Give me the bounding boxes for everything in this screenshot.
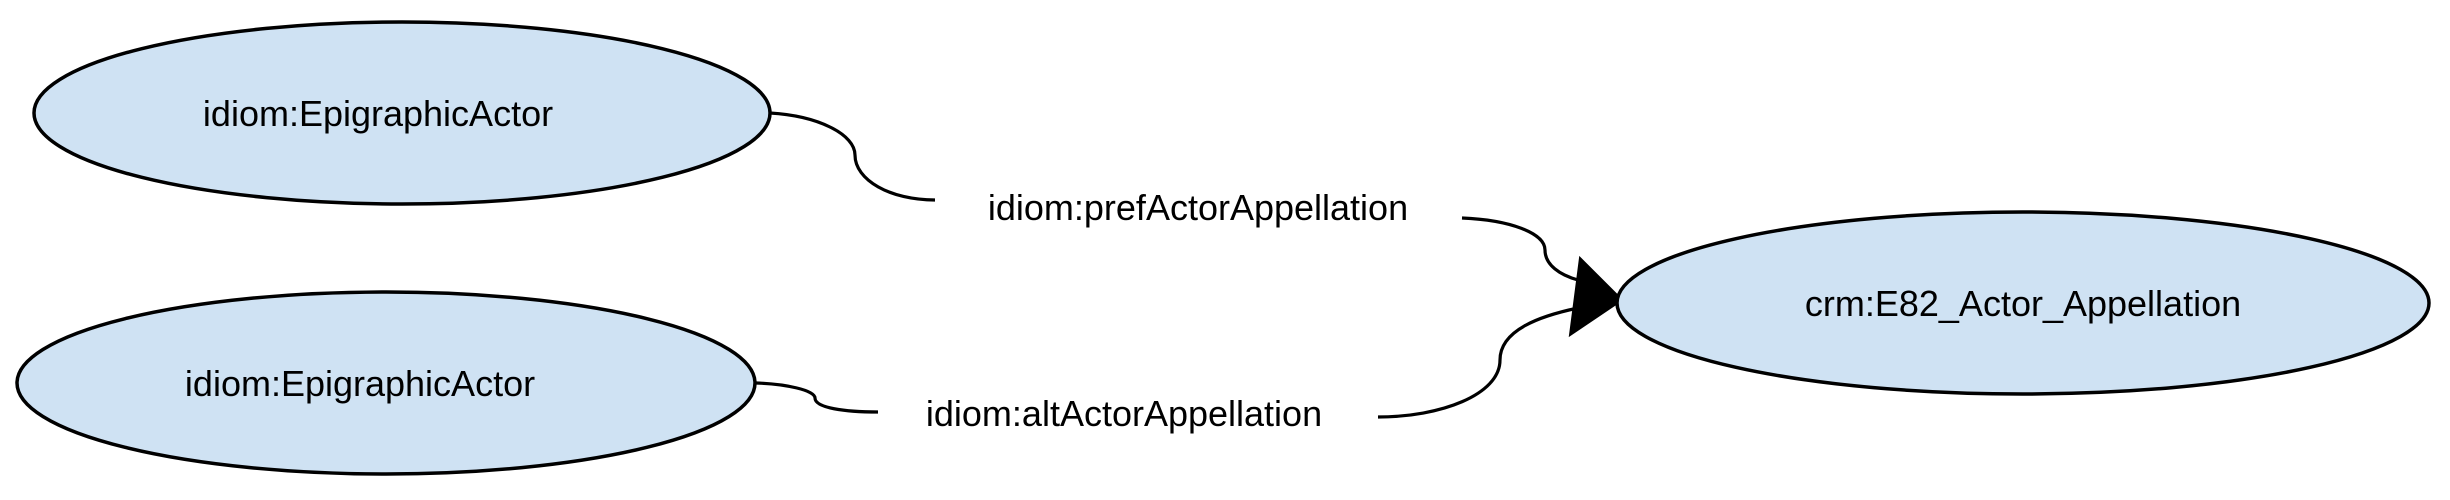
edge-pref-actor-appellation-label: idiom:prefActorAppellation <box>988 187 1408 228</box>
edge-pref-actor-appellation-line <box>769 111 936 202</box>
node-epigraphic-actor-2[interactable] <box>15 290 757 476</box>
node-epigraphic-actor-1-label: idiom:EpigraphicActor <box>203 93 553 134</box>
node-epigraphic-actor-1[interactable] <box>32 20 772 206</box>
edge-pref-actor-appellation-line-2 <box>1461 216 1579 282</box>
node-epigraphic-actor-2-label: idiom:EpigraphicActor <box>185 363 535 404</box>
node-actor-appellation-label: crm:E82_Actor_Appellation <box>1805 283 2241 324</box>
edge-alt-actor-appellation-line-2 <box>1377 306 1579 419</box>
edge-alt-actor-appellation-label: idiom:altActorAppellation <box>926 393 1322 434</box>
arrowhead-icon <box>1568 255 1624 338</box>
node-actor-appellation[interactable] <box>1615 210 2431 396</box>
edge-alt-actor-appellation-line <box>755 381 879 414</box>
